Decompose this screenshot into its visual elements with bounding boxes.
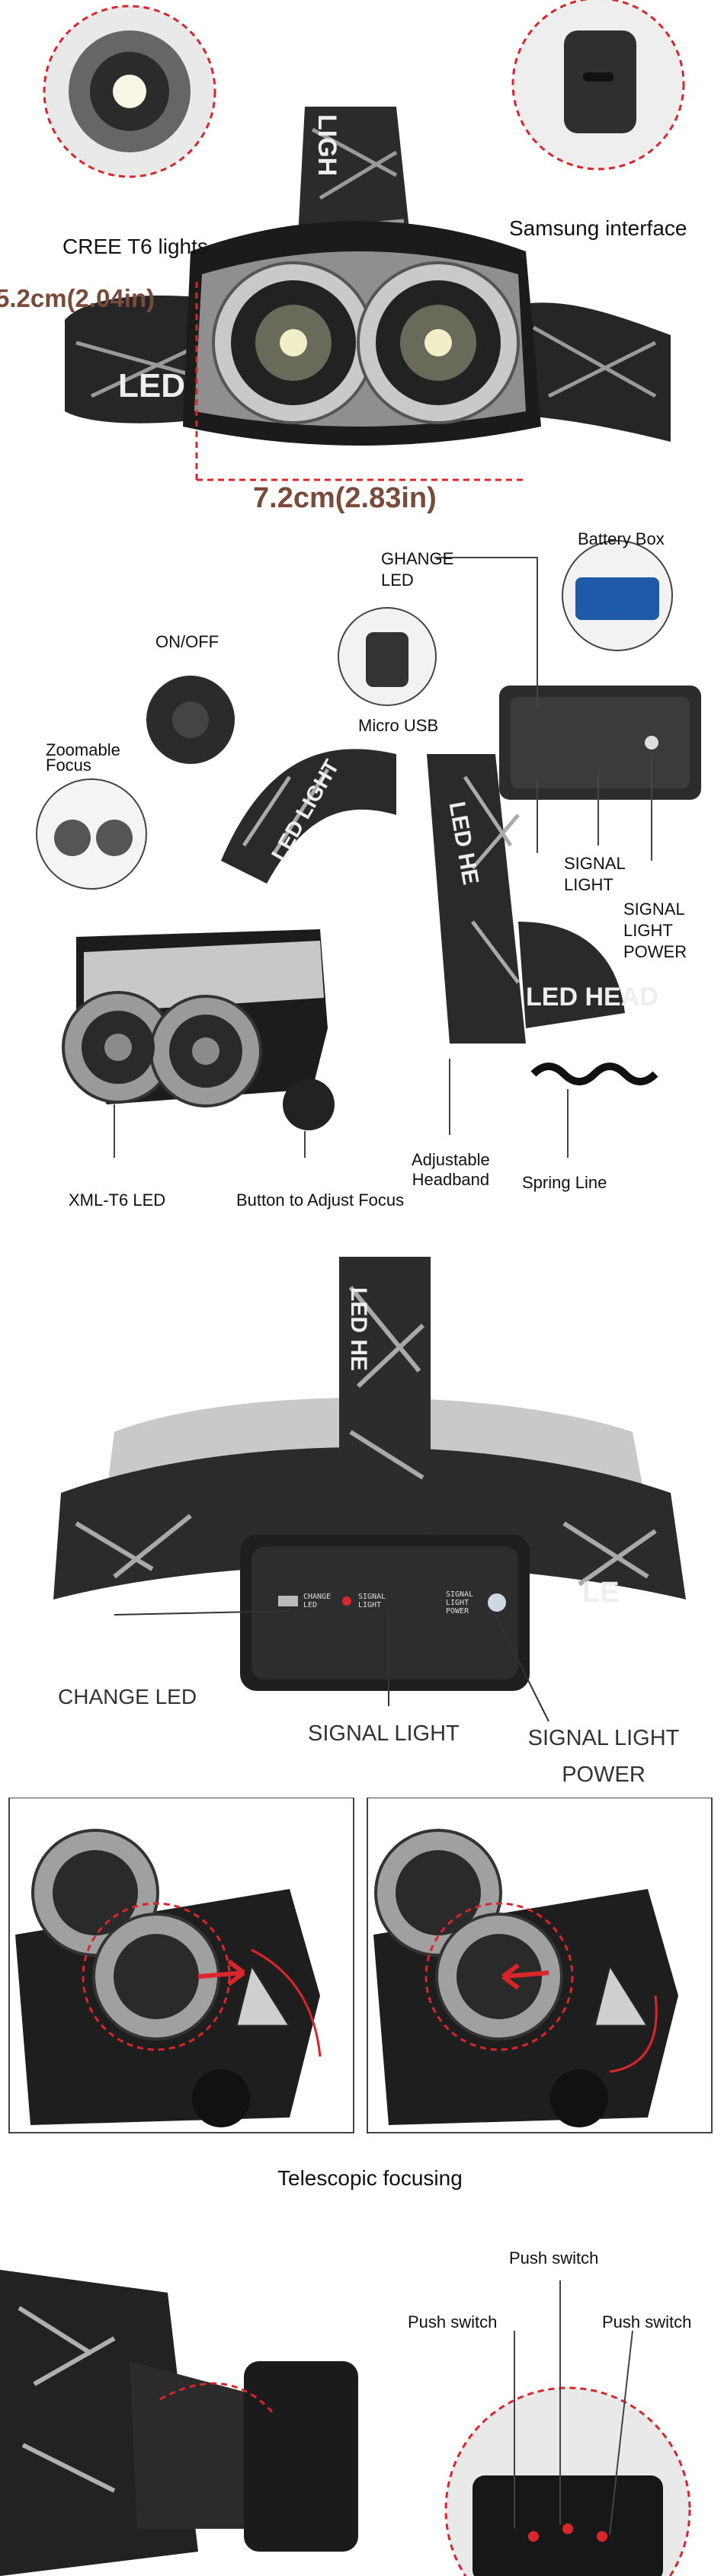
battery-box-rear-panel: CHANGE LED SIGNAL LIGHT SIGNAL LIGHT POW…: [0, 1234, 724, 1798]
signal-light-power-label: SIGNAL LIGHT POWER: [623, 900, 687, 961]
battery-box-illustration: [53, 1257, 686, 1722]
strap-print-top: LIGH: [312, 114, 341, 177]
push-switch-top-label: Push switch: [509, 2248, 599, 2268]
headlamp-side-illustration: [36, 540, 701, 1158]
micro-usb-label: Micro USB: [358, 716, 439, 735]
push-switch-right-label: Push switch: [602, 2312, 692, 2332]
telescopic-focus-panel: Telescopic focusing: [0, 1798, 724, 2247]
height-dimension-label: 5.2cm(2.04in): [0, 284, 155, 312]
battery-box-label: Battery Box: [578, 529, 665, 548]
strap-print-left: LED: [118, 367, 185, 404]
spring-line-label: Spring Line: [522, 1173, 607, 1192]
on-off-label: ON/OFF: [155, 632, 219, 651]
telescopic-caption: Telescopic focusing: [277, 2166, 463, 2190]
interface-label: Samsung interface: [509, 216, 687, 240]
feature-callout-panel: GHANGE LED Battery Box ON/OFF Micro USB …: [0, 526, 724, 1234]
strap-print-1: LED HEAD: [526, 983, 658, 1012]
zoomable-focus-label: Zoomable Focus: [46, 740, 120, 775]
box-print-change-led: CHANGE LED: [303, 1593, 332, 1609]
xml-led-label: XML-T6 LED: [69, 1191, 166, 1210]
width-dimension-label: 7.2cm(2.83in): [253, 482, 437, 514]
box-print-signal-light: SIGNAL LIGHT: [358, 1593, 386, 1609]
lights-label: CREE T6 lights: [62, 235, 208, 258]
headlamp-front-illustration: [43, 0, 685, 481]
telescopic-focus-comparison: [8, 1798, 713, 2133]
push-switch-left-label: Push switch: [408, 2312, 498, 2332]
push-switch-illustration: [0, 2270, 691, 2576]
rear-signal-light-power-label: SIGNAL LIGHT POWER: [527, 1726, 680, 1787]
adjustable-headband-label: Adjustable Headband: [412, 1150, 490, 1189]
rear-strap-print-top: LED HE: [346, 1287, 371, 1372]
push-switch-panel: Push switch Push switch Push switch: [0, 2247, 724, 2576]
rear-change-led-label: CHANGE LED: [58, 1685, 197, 1708]
rear-signal-light-label: SIGNAL LIGHT: [308, 1721, 460, 1746]
hero-dimension-panel: CREE T6 lights Samsung interface 5.2cm(2…: [0, 0, 724, 526]
box-print-signal-light-power: SIGNAL LIGHT POWER: [446, 1590, 474, 1616]
change-led-label: GHANGE LED: [381, 549, 454, 590]
signal-light-label: SIGNAL LIGHT: [564, 854, 626, 894]
button-focus-label: Button to Adjust Focus: [236, 1191, 405, 1210]
rear-strap-print-side: LE: [582, 1577, 620, 1609]
